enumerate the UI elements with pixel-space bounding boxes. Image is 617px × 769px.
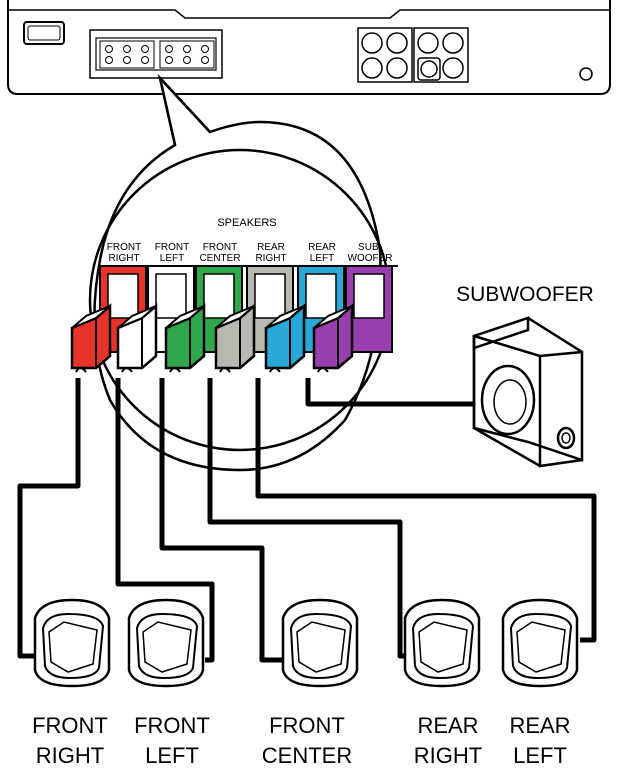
wire-front-right xyxy=(17,378,81,659)
plug-connector-5 xyxy=(312,303,354,373)
terminal-label-5-line1: SUB- xyxy=(358,242,382,253)
plug-connector-3 xyxy=(214,303,256,373)
panel-speaker-terminal-block xyxy=(89,29,223,79)
speakers-panel-title: SPEAKERS xyxy=(217,217,276,229)
terminal-label-4-line1: REAR xyxy=(308,242,336,253)
terminal-label-0-line2: RIGHT xyxy=(108,253,139,264)
wire-subwoofer xyxy=(305,378,478,407)
plug-connectors xyxy=(70,303,354,373)
subwoofer-label: SUBWOOFER xyxy=(456,283,594,306)
speaker-label-2-line1: FRONT xyxy=(269,713,345,738)
speaker-label-2-line2: CENTER xyxy=(262,743,352,768)
speaker-label-4-line2: LEFT xyxy=(513,743,567,768)
speaker-labels: FRONT RIGHT FRONT LEFT FRONT CENTER REAR RIGHT R… xyxy=(32,713,570,768)
wire-rear-left xyxy=(255,378,597,643)
wire-rear-right xyxy=(207,378,410,659)
terminal-label-2-line1: FRONT xyxy=(203,242,237,253)
plug-connector-2 xyxy=(164,303,206,373)
panel-screw-hole xyxy=(579,67,593,81)
terminal-labels: FRONTRIGHTFRONTLEFTFRONTCENTERREARRIGHTR… xyxy=(107,242,393,264)
wire-front-left xyxy=(115,378,215,663)
terminal-label-1-line2: LEFT xyxy=(160,253,184,264)
panel-audio-jacks xyxy=(357,27,469,83)
terminal-label-3-line1: REAR xyxy=(257,242,285,253)
main-unit-rear-panel xyxy=(7,0,611,95)
speaker-label-3-line1: REAR xyxy=(417,713,478,738)
terminal-socket-5 xyxy=(345,265,393,353)
speaker-label-1-line2: LEFT xyxy=(145,743,199,768)
speaker-1-graphic xyxy=(127,598,205,688)
speaker-label-0-line2: RIGHT xyxy=(36,743,104,768)
plug-connector-0 xyxy=(70,303,112,373)
satellite-speakers xyxy=(33,598,579,688)
wire-front-center xyxy=(159,378,286,663)
subwoofer-graphic xyxy=(472,316,584,468)
terminal-label-4-line2: LEFT xyxy=(310,253,334,264)
terminal-label-5-line2: WOOFER xyxy=(348,253,393,264)
terminal-label-3-line2: RIGHT xyxy=(255,253,286,264)
speaker-label-0-line1: FRONT xyxy=(32,713,108,738)
speaker-label-4-line1: REAR xyxy=(509,713,570,738)
plug-connector-4 xyxy=(264,303,306,373)
terminal-label-0-line1: FRONT xyxy=(107,242,141,253)
speaker-2-graphic xyxy=(281,598,359,688)
speaker-label-1-line1: FRONT xyxy=(134,713,210,738)
terminal-label-2-line2: CENTER xyxy=(199,253,240,264)
speaker-label-3-line2: RIGHT xyxy=(414,743,482,768)
terminal-label-1-line1: FRONT xyxy=(155,242,189,253)
speaker-4-graphic xyxy=(501,598,579,688)
plug-connector-1 xyxy=(116,303,158,373)
speaker-wires xyxy=(17,378,597,663)
speaker-3-graphic xyxy=(403,598,481,688)
speaker-0-graphic xyxy=(33,598,111,688)
